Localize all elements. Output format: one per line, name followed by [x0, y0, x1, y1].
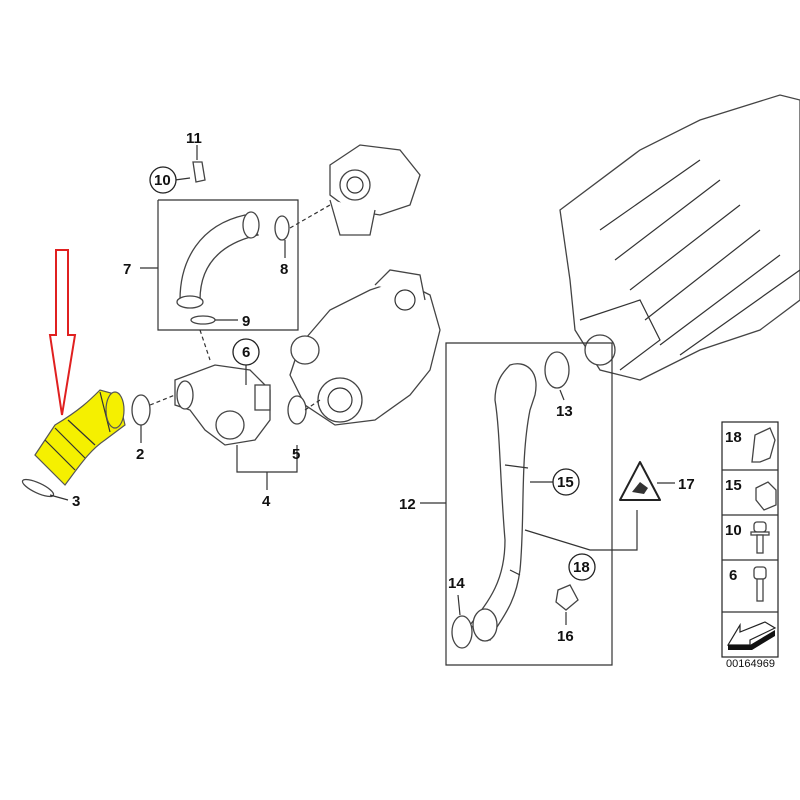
- charge-pipe-15: [469, 363, 537, 642]
- callout-circle-15: [552, 468, 580, 496]
- legend-item-10: 10: [725, 522, 742, 539]
- callout-15: 15: [557, 474, 574, 491]
- callout-circle-18: [568, 553, 596, 581]
- seal-ring-14: [451, 615, 473, 649]
- callout-7: 7: [123, 261, 131, 278]
- legend-item-6: 6: [729, 567, 737, 584]
- callout-13: 13: [556, 403, 573, 420]
- clip-18-icon: [751, 427, 776, 463]
- callout-4: 4: [262, 493, 271, 510]
- turbocharger-upper: [329, 144, 421, 236]
- seal-ring-3: [21, 478, 55, 498]
- indicator-arrow-icon: [48, 249, 77, 416]
- callout-17: 17: [678, 476, 695, 493]
- clip-11: [192, 161, 206, 183]
- sensor-16: [555, 584, 579, 611]
- bolt-6-icon: [753, 566, 767, 602]
- callout-2: 2: [136, 446, 144, 463]
- legend-item-15: 15: [725, 477, 742, 494]
- bolt-10-icon: [750, 521, 770, 554]
- callout-8: 8: [280, 261, 288, 278]
- drawing-number: 00164969: [726, 658, 775, 670]
- warning-triangle-icon: [619, 461, 661, 501]
- fastener-legend: 18 15 10 6: [721, 421, 779, 658]
- turbocharger-main: [289, 269, 441, 426]
- callout-circle-10: [149, 166, 177, 194]
- callout-10: 10: [154, 172, 171, 189]
- callout-18: 18: [573, 559, 590, 576]
- seal-ring-9: [190, 315, 216, 325]
- nut-15-icon: [755, 481, 777, 511]
- callout-circle-6: [232, 338, 260, 366]
- throttle-assembly-4: [174, 364, 271, 446]
- leader-lines: [49, 145, 675, 666]
- pipe-7: [176, 211, 260, 309]
- callout-5: 5: [292, 446, 300, 463]
- clip-symbol-icon: [632, 482, 648, 494]
- callout-9: 9: [242, 313, 250, 330]
- callout-14: 14: [448, 575, 465, 592]
- callout-6: 6: [242, 344, 250, 361]
- highlighted-intake-hose: [34, 389, 126, 486]
- callout-16: 16: [557, 628, 574, 645]
- seal-ring-5: [287, 395, 307, 425]
- seal-ring-2: [131, 394, 151, 426]
- seal-ring-13: [544, 351, 570, 389]
- legend-item-18: 18: [725, 429, 742, 446]
- callout-12: 12: [399, 496, 416, 513]
- seal-ring-8: [274, 215, 290, 241]
- callout-11: 11: [186, 130, 202, 147]
- direction-arrow-icon: [726, 621, 777, 650]
- callout-3: 3: [72, 493, 80, 510]
- intake-manifold: [559, 94, 800, 381]
